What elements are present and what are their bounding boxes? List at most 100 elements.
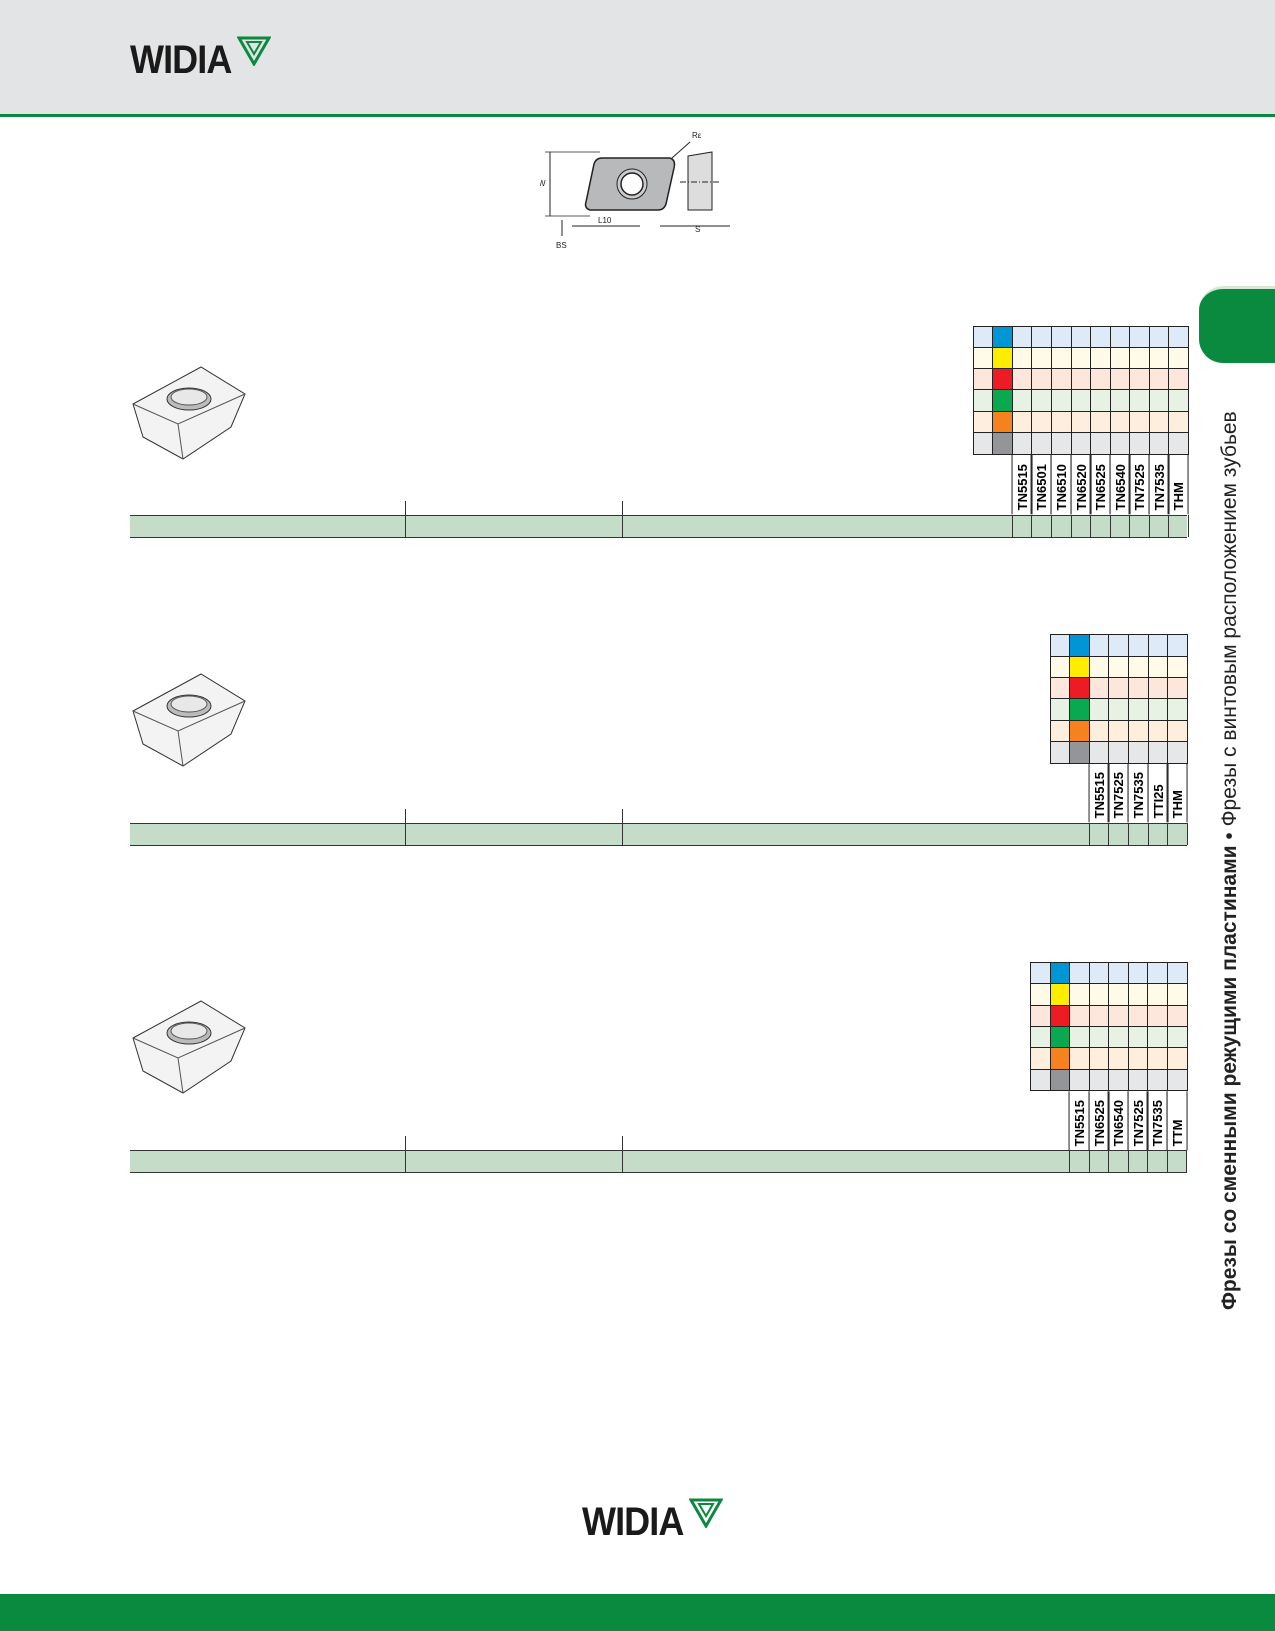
grade-cell (1029, 961, 1052, 985)
grade-cell (1148, 368, 1170, 391)
grade-cell (1029, 1004, 1052, 1028)
column-divider (1168, 514, 1170, 537)
grade-cell (1109, 389, 1131, 413)
grade-cell (1168, 325, 1190, 349)
column-divider (1129, 514, 1131, 537)
side-title-bold: Фрезы со сменными режущими пластинами (1218, 845, 1241, 1310)
grade-cell (1167, 655, 1189, 679)
grade-cell (1031, 432, 1053, 455)
material-color-cell (1049, 1047, 1071, 1071)
column-divider (1050, 514, 1052, 537)
column-divider (1127, 1150, 1129, 1173)
grade-cell (1088, 698, 1110, 722)
dim-w: W (540, 179, 546, 188)
brand-logo: WIDIA (130, 36, 271, 83)
grade-label: THM (1168, 454, 1189, 515)
grade-cell (1147, 634, 1169, 658)
dim-bs: BS (556, 241, 567, 250)
grade-cell (1049, 655, 1071, 679)
widia-triangle-icon (688, 1498, 723, 1528)
grade-cell (1166, 1068, 1188, 1092)
grade-cell (1050, 432, 1073, 455)
grade-label: TN7535 (1147, 1090, 1168, 1151)
grade-cell (1127, 1004, 1149, 1028)
grade-cell (1167, 634, 1189, 658)
grade-cell (1147, 698, 1169, 722)
footer-logo-text: WIDIA (582, 1500, 684, 1544)
grade-cell (1108, 740, 1130, 764)
column-divider (621, 808, 623, 845)
grade-cell (1049, 740, 1071, 764)
side-title-bullet: • (1218, 826, 1241, 846)
grade-cell (1147, 740, 1169, 764)
column-divider (404, 1136, 406, 1173)
grade-cell (1031, 389, 1053, 413)
grade-cell (1148, 346, 1170, 370)
column-divider (1070, 514, 1072, 537)
grade-cell (1167, 740, 1189, 764)
grade-cell (1109, 325, 1131, 349)
grade-label: TN7535 (1148, 454, 1170, 515)
grade-cell (1011, 346, 1033, 370)
grade-cell (1109, 432, 1131, 455)
material-color-cell (1069, 740, 1091, 764)
grade-label: TN5515 (1069, 1090, 1090, 1151)
grade-cell (1088, 1047, 1110, 1071)
grade-cell (1148, 432, 1170, 455)
grade-label: TN7535 (1127, 763, 1149, 823)
grade-cell (1109, 410, 1131, 434)
grade-cell (1147, 1068, 1169, 1092)
grade-cell (1090, 368, 1112, 391)
grade-cell (972, 389, 994, 413)
grade-cell (1147, 677, 1169, 700)
grade-cell (1070, 325, 1092, 349)
column-divider (1167, 822, 1169, 845)
grade-cell (1127, 961, 1149, 985)
grade-cell (1069, 983, 1091, 1007)
grade-label: TN5515 (1088, 763, 1110, 823)
grade-cell (1050, 368, 1073, 391)
grade-cell (1011, 325, 1033, 349)
column-divider (621, 1136, 623, 1173)
grade-cell (1029, 1025, 1052, 1049)
grade-cell (1108, 961, 1130, 985)
grade-cell (1108, 1025, 1130, 1049)
grade-cell (1108, 1047, 1130, 1071)
grade-cell (1147, 719, 1169, 743)
grade-cell (1090, 432, 1112, 455)
material-color-cell (992, 389, 1014, 413)
grade-cell (1049, 677, 1071, 700)
material-color-cell (1049, 1004, 1071, 1028)
grade-cell (1088, 740, 1110, 764)
grade-cell (1011, 432, 1033, 455)
grade-cell (1127, 677, 1149, 700)
column-divider (1186, 1150, 1188, 1173)
grade-cell (1031, 368, 1053, 391)
column-divider (404, 500, 406, 537)
grade-cell (972, 325, 994, 349)
table-data-row (129, 514, 1187, 538)
grade-cell (1090, 389, 1112, 413)
grade-cell (1088, 1068, 1110, 1092)
grade-cell (1127, 1025, 1149, 1049)
grade-label: TN7525 (1127, 1090, 1149, 1151)
grade-cell (972, 368, 994, 391)
grade-cell (1129, 368, 1151, 391)
grade-cell (1050, 346, 1073, 370)
grade-cell (1148, 325, 1170, 349)
grade-label: TTM (1166, 1090, 1188, 1151)
grade-cell (1166, 1047, 1188, 1071)
grade-cell (1088, 1004, 1110, 1028)
grade-cell (1147, 655, 1169, 679)
grade-cell (1108, 677, 1130, 700)
grade-cell (1088, 961, 1110, 985)
material-color-cell (1069, 677, 1091, 700)
grade-label: TN6525 (1088, 1090, 1110, 1151)
grade-cell (1127, 1068, 1149, 1092)
grade-cell (1147, 983, 1169, 1007)
column-divider (1090, 514, 1092, 537)
grade-cell (1148, 389, 1170, 413)
grade-cell (1127, 655, 1149, 679)
section-tab (1199, 286, 1275, 363)
side-title-regular: Фрезы с винтовым расположением зубьев (1218, 411, 1241, 827)
